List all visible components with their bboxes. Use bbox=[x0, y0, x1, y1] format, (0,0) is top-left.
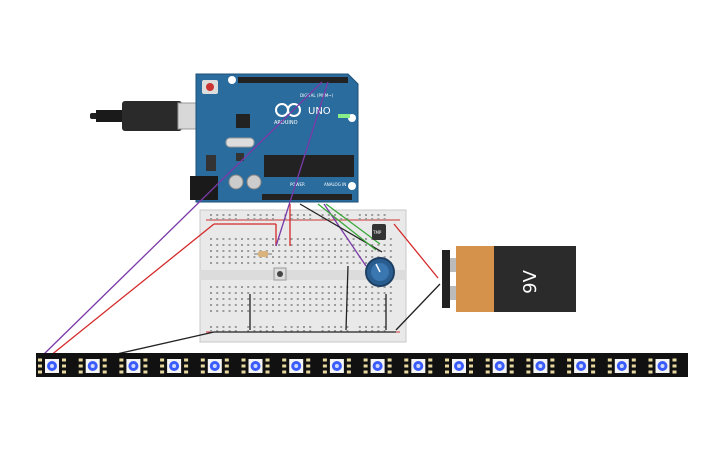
led-pixel bbox=[445, 358, 473, 374]
power-header-label: POWER bbox=[290, 182, 305, 187]
led-pixel bbox=[607, 358, 636, 374]
wire-red-strip-power bbox=[49, 223, 215, 357]
led-pixel bbox=[200, 358, 229, 374]
led-pixel bbox=[485, 358, 514, 374]
arduino-uno-board: ARDUINO UNO DIGITAL (PWM~) POWER ANALOG … bbox=[190, 73, 359, 203]
wire-purple-strip-data bbox=[41, 81, 323, 357]
led-pixel bbox=[119, 358, 148, 374]
led-pixel bbox=[404, 358, 433, 374]
led-pixel bbox=[567, 358, 596, 374]
led-pixel bbox=[38, 358, 66, 374]
led-pixel bbox=[282, 358, 311, 374]
led-pixel bbox=[526, 358, 555, 374]
resistor bbox=[254, 251, 272, 257]
led-pixel bbox=[78, 358, 107, 374]
led-pixel bbox=[322, 358, 351, 374]
analog-header-label: ANALOG IN bbox=[324, 182, 346, 187]
led-strip-leds bbox=[38, 358, 677, 374]
arduino-logo-icon bbox=[275, 103, 301, 117]
led-pixel bbox=[363, 358, 392, 374]
led-pixel bbox=[160, 358, 189, 374]
temperature-sensor: TMP bbox=[372, 224, 386, 240]
battery-9v: 9V bbox=[442, 246, 576, 312]
led-pixel bbox=[648, 358, 677, 374]
wires bbox=[41, 81, 441, 357]
sensor-label: TMP bbox=[372, 230, 382, 235]
led-strip bbox=[36, 353, 688, 377]
led-pixel bbox=[241, 358, 270, 374]
arduino-model-text: UNO bbox=[308, 106, 331, 117]
pushbutton bbox=[273, 267, 287, 281]
battery-label: 9V bbox=[520, 269, 541, 293]
arduino-logo-text: ARDUINO bbox=[274, 120, 298, 126]
wire-black-strip-ground bbox=[107, 331, 215, 357]
digital-header-label: DIGITAL (PWM~) bbox=[300, 93, 334, 98]
potentiometer bbox=[365, 257, 395, 287]
